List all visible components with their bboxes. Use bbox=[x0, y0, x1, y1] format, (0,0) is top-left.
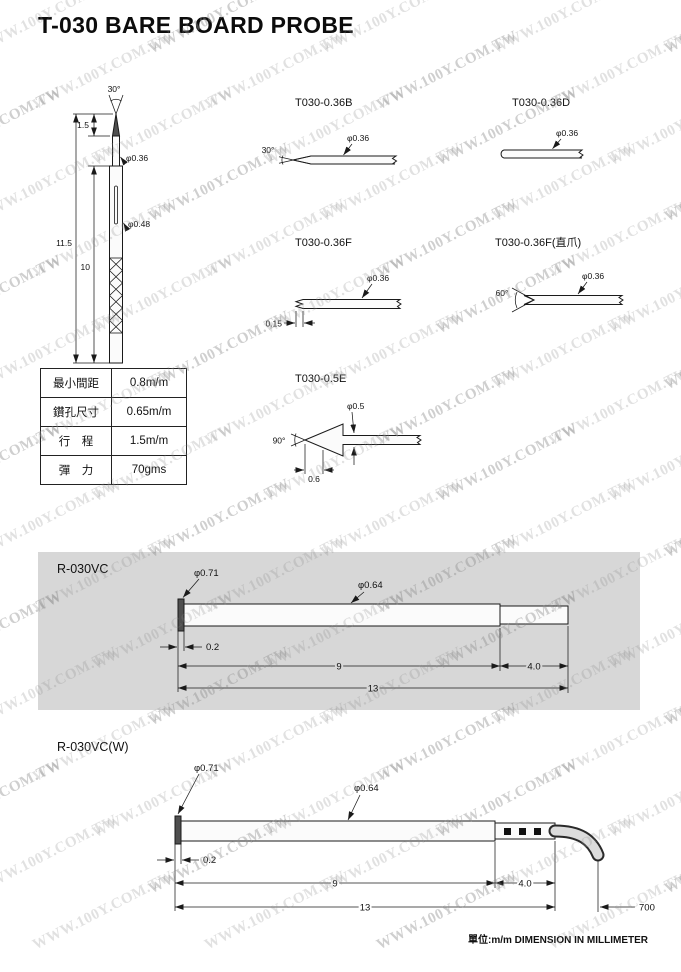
receptacle-vc-shape bbox=[177, 598, 569, 632]
dim-flange-length: 0.2 bbox=[206, 642, 219, 653]
tip-36f-claw-label: T030-0.36F(直爪) bbox=[495, 235, 581, 249]
spec-value: 70gms bbox=[111, 455, 187, 485]
tip-36b-diagram: T030-0.36B 30° φ0.36 bbox=[262, 97, 398, 165]
dim-body-diameter: φ0.64 bbox=[358, 580, 383, 591]
crimp-mark bbox=[504, 828, 511, 835]
spec-value: 0.8m/m bbox=[111, 368, 187, 398]
main-probe-diagram: 30° 1.5 10 11.5 φ0.36 φ0.48 bbox=[56, 84, 150, 364]
receptacle-vcw-diagram: φ0.71 φ0.64 0.2 9 4.0 13 700 bbox=[157, 763, 655, 916]
dim-diameter: φ0.36 bbox=[367, 273, 389, 283]
crimp-mark bbox=[519, 828, 526, 835]
tip-05e-diagram: T030-0.5E 90° φ0.5 0.6 bbox=[273, 373, 422, 484]
dim-tail-length: 4.0 bbox=[518, 879, 531, 890]
dim-barrel-diameter: φ0.48 bbox=[128, 219, 150, 229]
dim-depth: 0.15 bbox=[265, 319, 282, 329]
dim-angle: 90° bbox=[273, 436, 286, 446]
dim-flange-length: 0.2 bbox=[203, 855, 216, 866]
dim-length: 0.6 bbox=[308, 474, 320, 484]
spec-value: 0.65m/m bbox=[111, 397, 187, 427]
spec-label: 行 程 bbox=[40, 426, 112, 456]
receptacle-vc-dimensions: φ0.71 φ0.64 0.2 9 4.0 13 bbox=[160, 568, 569, 697]
dim-total-length: 13 bbox=[360, 903, 371, 914]
dim-tail-length: 4.0 bbox=[527, 662, 540, 673]
tip-36f-claw-shape bbox=[523, 295, 624, 305]
receptacle-vcw-label: R-030VC(W) bbox=[57, 740, 129, 754]
tip-36d-shape bbox=[500, 149, 584, 159]
tip-36d-label: T030-0.36D bbox=[512, 97, 570, 109]
dim-flange-diameter: φ0.71 bbox=[194, 763, 219, 774]
crimp-mark bbox=[534, 828, 541, 835]
dim-diameter: φ0.36 bbox=[582, 271, 604, 281]
dim-tip-length: 1.5 bbox=[77, 120, 89, 130]
tip-36f-diagram: T030-0.36F φ0.36 0.15 bbox=[265, 237, 402, 329]
tip-36f-claw-diagram: T030-0.36F(直爪) 60° φ0.36 bbox=[495, 235, 624, 313]
tip-36b-dimensions: 30° φ0.36 bbox=[262, 133, 369, 165]
dim-overall-length: 11.5 bbox=[56, 238, 72, 248]
dim-body-diameter: φ0.64 bbox=[354, 783, 379, 794]
dim-diameter: φ0.36 bbox=[347, 133, 369, 143]
dim-body-length: 9 bbox=[336, 662, 341, 673]
spec-value: 1.5m/m bbox=[111, 426, 187, 456]
tip-36d-diagram: T030-0.36D φ0.36 bbox=[500, 97, 584, 159]
receptacle-vc-label: R-030VC bbox=[57, 562, 109, 576]
tip-05e-shape bbox=[303, 423, 422, 457]
tip-36f-shape bbox=[294, 299, 402, 309]
spec-row: 行 程 1.5m/m bbox=[40, 426, 187, 456]
dim-travel-length: 10 bbox=[81, 262, 91, 272]
footer-note: 單位:m/m DIMENSION IN MILLIMETER bbox=[468, 935, 648, 946]
spec-label: 彈 力 bbox=[40, 455, 112, 485]
spec-table: 最小間距 0.8m/m 鑽孔尺寸 0.65m/m 行 程 1.5m/m 彈 力 … bbox=[40, 368, 187, 485]
tip-05e-label: T030-0.5E bbox=[295, 373, 346, 385]
tip-36b-shape bbox=[292, 155, 398, 165]
dim-angle: 30° bbox=[262, 145, 275, 155]
dim-total-length: 13 bbox=[368, 684, 379, 695]
dim-diameter: φ0.36 bbox=[556, 128, 578, 138]
receptacle-vc-diagram: φ0.71 φ0.64 0.2 9 4.0 13 bbox=[160, 568, 569, 697]
main-probe-dimensions: 30° 1.5 10 11.5 φ0.36 φ0.48 bbox=[56, 84, 150, 364]
receptacle-vcw-shape bbox=[174, 815, 605, 862]
dim-diameter: φ0.5 bbox=[347, 401, 365, 411]
dim-body-length: 9 bbox=[332, 879, 337, 890]
receptacle-panel bbox=[38, 552, 640, 710]
receptacle-vcw-dimensions: φ0.71 φ0.64 0.2 9 4.0 13 700 bbox=[157, 763, 655, 916]
page-title: T-030 BARE BOARD PROBE bbox=[38, 12, 354, 38]
dim-flange-diameter: φ0.71 bbox=[194, 568, 219, 579]
spec-label: 最小間距 bbox=[40, 368, 112, 398]
spec-row: 彈 力 70gms bbox=[40, 455, 187, 485]
tip-36b-label: T030-0.36B bbox=[295, 97, 352, 109]
dim-tip-angle: 30° bbox=[108, 84, 121, 94]
tip-36f-dimensions: φ0.36 0.15 bbox=[265, 273, 389, 329]
dim-wire-length: 700 bbox=[639, 903, 655, 914]
spec-label: 鑽孔尺寸 bbox=[40, 397, 112, 427]
spec-row: 鑽孔尺寸 0.65m/m bbox=[40, 397, 187, 427]
dim-tip-diameter: φ0.36 bbox=[126, 153, 148, 163]
tip-36f-claw-dimensions: 60° φ0.36 bbox=[496, 271, 604, 313]
tip-36f-label: T030-0.36F bbox=[295, 237, 352, 249]
dim-angle: 60° bbox=[496, 288, 509, 298]
tip-36d-dimensions: φ0.36 bbox=[552, 128, 578, 150]
main-probe-shape bbox=[109, 113, 123, 364]
spec-row: 最小間距 0.8m/m bbox=[40, 368, 187, 398]
tip-05e-dimensions: 90° φ0.5 0.6 bbox=[273, 401, 365, 484]
